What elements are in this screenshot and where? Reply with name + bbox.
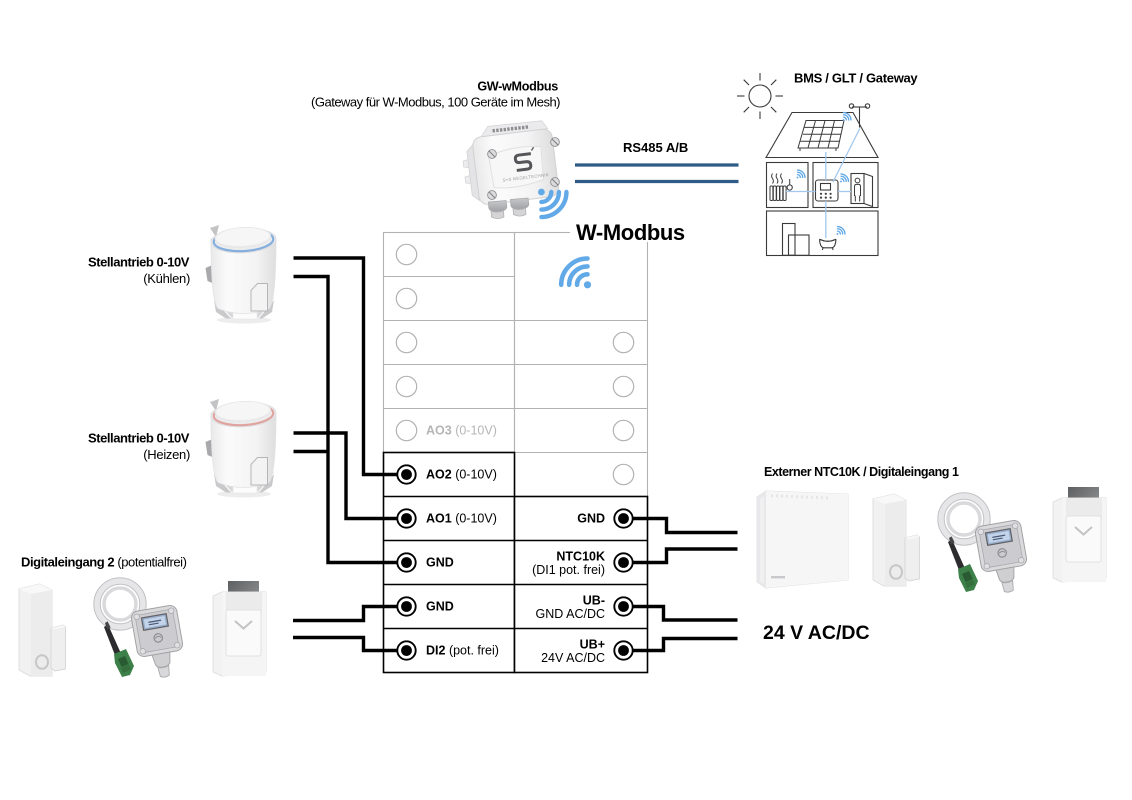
- svg-text:UB-: UB-: [583, 594, 605, 608]
- svg-text:AO3 (0-10V): AO3 (0-10V): [426, 424, 497, 438]
- svg-text:AO1 (0-10V): AO1 (0-10V): [426, 512, 497, 526]
- svg-text:GND: GND: [426, 556, 454, 570]
- svg-text:GND: GND: [426, 600, 454, 614]
- svg-text:W-Modbus: W-Modbus: [576, 220, 685, 245]
- svg-text:Stellantrieb 0-10V: Stellantrieb 0-10V: [88, 255, 190, 270]
- svg-text:UB+: UB+: [580, 638, 605, 652]
- svg-text:AO2 (0-10V): AO2 (0-10V): [426, 468, 497, 482]
- svg-text:RS485 A/B: RS485 A/B: [623, 140, 688, 155]
- svg-text:GND: GND: [577, 512, 605, 526]
- svg-text:S+S REGELTECHNIK: S+S REGELTECHNIK: [502, 172, 549, 183]
- svg-text:24V AC/DC: 24V AC/DC: [541, 651, 605, 665]
- svg-text:(Kühlen): (Kühlen): [143, 271, 190, 286]
- svg-text:BMS / GLT / Gateway: BMS / GLT / Gateway: [794, 71, 918, 86]
- svg-text:(Heizen): (Heizen): [143, 447, 190, 462]
- svg-text:DI2 (pot. frei): DI2 (pot. frei): [426, 644, 499, 658]
- svg-text:GND AC/DC: GND AC/DC: [536, 607, 605, 621]
- svg-text:GW-wModbus: GW-wModbus: [477, 80, 558, 94]
- svg-text:24 V AC/DC: 24 V AC/DC: [763, 622, 870, 644]
- svg-text:NTC10K: NTC10K: [556, 550, 605, 564]
- svg-text:(Gateway für W-Modbus, 100 Ger: (Gateway für W-Modbus, 100 Geräte im Mes…: [311, 95, 560, 110]
- svg-text:Stellantrieb 0-10V: Stellantrieb 0-10V: [88, 431, 190, 446]
- svg-text:(DI1 pot. frei): (DI1 pot. frei): [532, 563, 605, 577]
- svg-text:Externer NTC10K / Digitaleinga: Externer NTC10K / Digitaleingang 1: [764, 465, 959, 479]
- svg-text:Digitaleingang 2 (potentialfre: Digitaleingang 2 (potentialfrei): [21, 555, 187, 570]
